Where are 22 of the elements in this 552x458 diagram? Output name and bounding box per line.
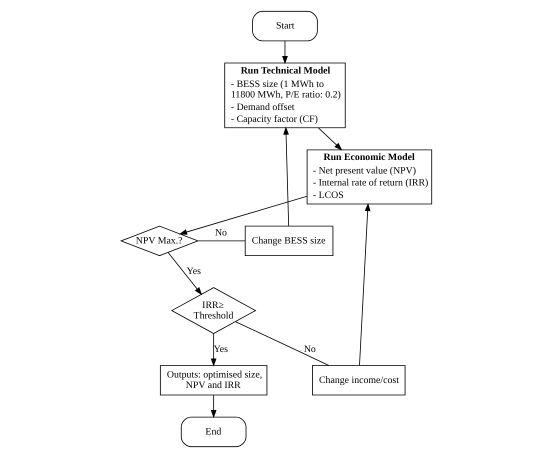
edge-label: No: [214, 228, 226, 239]
node-box: Run Technical Model - BESS size (1 MWh to 11800 MWh, P/E ratio: 0.2) - Demand offset - Capacity factor (CF): [224, 62, 346, 128]
edge-label: Yes: [213, 344, 228, 356]
arrow: [282, 40, 288, 64]
arrow: [178, 196, 307, 235]
node-box: Change income/cost: [312, 365, 405, 396]
node-box: Run Economic Model - Net present value (NPV) - Internal rate of return (IRR) - LCOS: [306, 149, 432, 204]
arrow: [358, 202, 370, 366]
node-box: Outputs: optimised size, NPV and IRR: [159, 365, 267, 396]
arrow: [210, 333, 216, 367]
node-box: End: [180, 416, 246, 448]
arrow: [210, 394, 216, 418]
connector: [197, 240, 245, 242]
node-box: Start: [252, 10, 318, 42]
edge-label: Yes: [186, 266, 200, 278]
edge-label: No: [303, 344, 316, 356]
connector: [234, 321, 329, 366]
arrow: [317, 127, 342, 151]
arrow: [167, 252, 202, 296]
node-box: Change BESS size: [244, 226, 333, 256]
node-diamond: NPV Max.?: [120, 226, 199, 256]
arrow: [282, 126, 289, 226]
